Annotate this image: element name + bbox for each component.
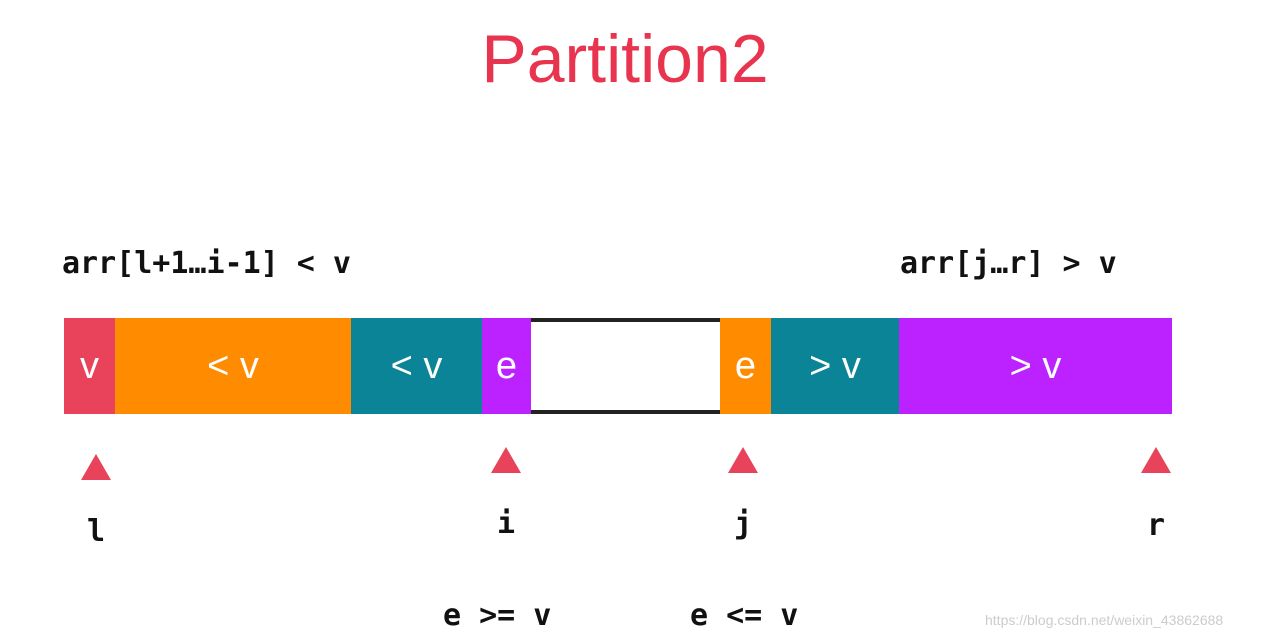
diagram-title: Partition2 (481, 21, 769, 97)
condition-j: e <= v (690, 598, 799, 633)
pointer-r-label: r (1146, 508, 1166, 543)
left-region-label: arr[l+1…i-1] < v (62, 246, 351, 281)
segment-greater-2: > v (899, 318, 1172, 414)
segment-e-j: e (720, 318, 771, 414)
right-region-label: arr[j…r] > v (900, 246, 1117, 281)
pointer-j-label: j (733, 506, 753, 541)
pointer-r-triangle-icon (1141, 447, 1171, 473)
segment-pivot: v (64, 318, 115, 414)
pointer-l-triangle-icon (81, 454, 111, 480)
segment-greater-1: > v (771, 318, 899, 414)
segment-less-1: < v (115, 318, 351, 414)
pointer-i-triangle-icon (491, 447, 521, 473)
pointer-j-triangle-icon (728, 447, 758, 473)
segment-e-i: e (482, 318, 531, 414)
pointer-i-label: i (496, 506, 516, 541)
segment-unprocessed (531, 318, 720, 414)
pointer-l-label: l (86, 514, 106, 549)
watermark: https://blog.csdn.net/weixin_43862688 (985, 612, 1224, 628)
condition-i: e >= v (443, 598, 552, 633)
segment-less-2: < v (351, 318, 482, 414)
